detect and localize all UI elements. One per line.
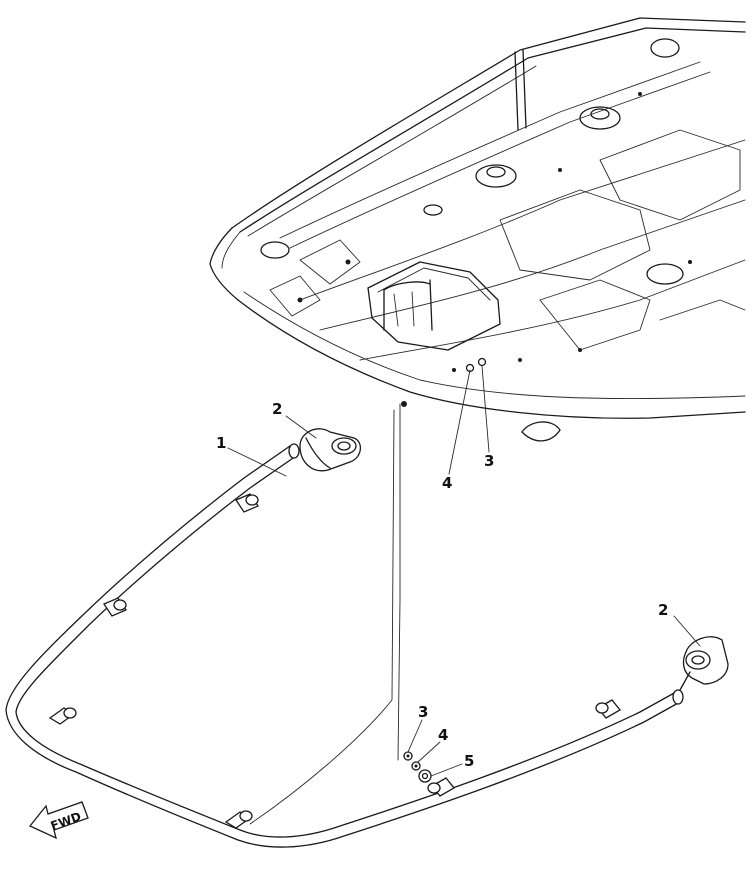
- callout-3-bottom: 3: [418, 703, 428, 721]
- callout-4-bottom: 4: [438, 726, 448, 744]
- callout-3-top: 3: [484, 452, 494, 470]
- fasteners-lower: [403, 751, 432, 783]
- bracket-right: [679, 636, 729, 691]
- forward-direction-arrow: FWD: [28, 801, 89, 840]
- bracket-top: [299, 428, 361, 472]
- alignment-line: [397, 403, 401, 761]
- tube-studs: [48, 493, 621, 829]
- bumper-tube: [5, 443, 684, 848]
- alignment-line-2: [249, 409, 395, 825]
- callout-2-top: 2: [272, 400, 282, 418]
- callout-2-right: 2: [658, 601, 668, 619]
- callout-4-top: 4: [442, 474, 452, 492]
- callout-1: 1: [216, 434, 226, 452]
- callout-5: 5: [464, 752, 474, 770]
- hull-deck-assembly: [209, 17, 746, 442]
- callout-labels: 1 2 2 4 3 3 4 5: [216, 400, 668, 770]
- leader-lines: [227, 365, 701, 777]
